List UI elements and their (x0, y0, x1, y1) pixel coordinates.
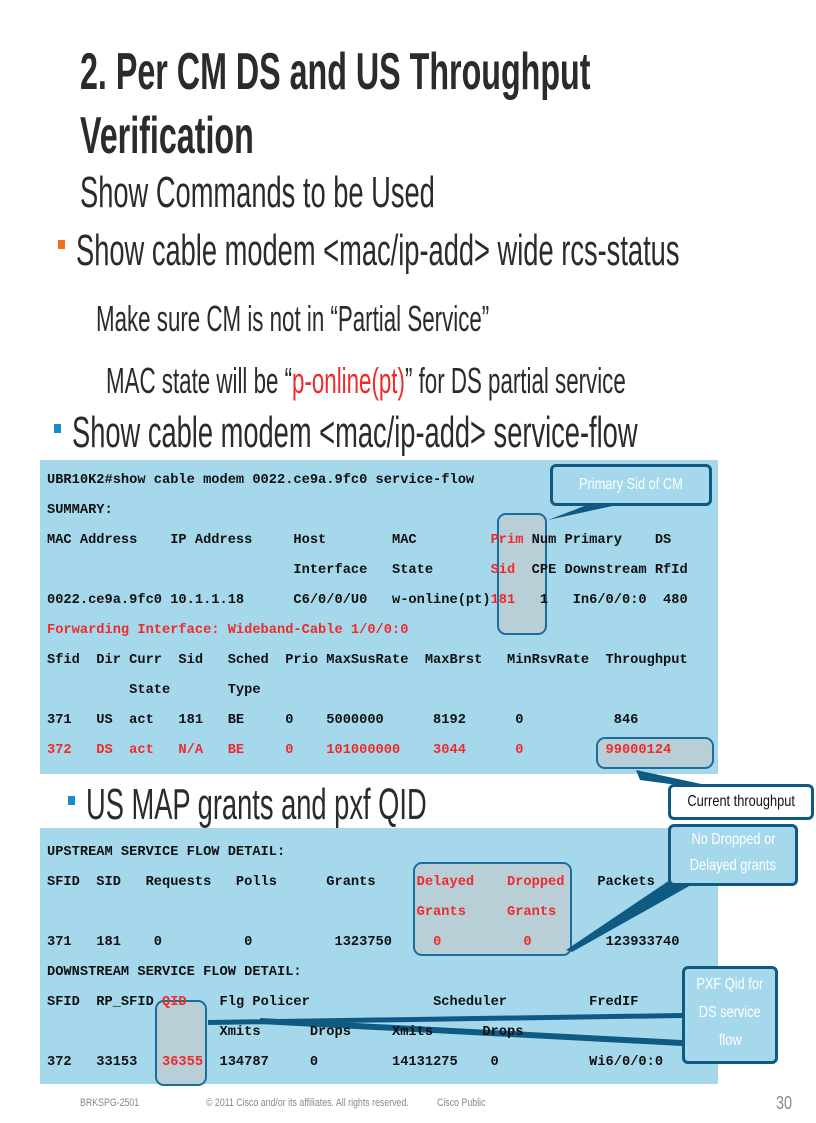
terminal-panel-summary: UBR10K2#show cable modem 0022.ce9a.9fc0 … (40, 460, 718, 774)
sf-header-1: Sfid Dir Curr Sid Sched Prio MaxSusRate … (47, 653, 688, 668)
text: Prim (490, 533, 524, 548)
highlight-throughput (596, 737, 714, 769)
sf-row-372: 372 DS act N/A BE 0 101000000 3044 0 990… (47, 743, 672, 758)
footer-classification: Cisco Public (437, 1097, 486, 1109)
text: DS service (699, 1004, 761, 1021)
ds-header-1: SFID RP_SFID QID Flg Policer Scheduler F… (47, 988, 638, 1018)
text: Flg Policer Scheduler FredIF (186, 995, 639, 1010)
sub-mac-state: MAC state will be “p-online(pt)” for DS … (106, 360, 626, 402)
bullet-map-grants: US MAP grants and pxf QID (86, 780, 427, 829)
text: 1 In6/0/0:0 480 (523, 593, 688, 608)
subtitle: Show Commands to be Used (80, 168, 435, 217)
footer-copyright: © 2011 Cisco and/or its affiliates. All … (206, 1097, 409, 1109)
text: Current throughput (687, 793, 795, 810)
page-number: 30 (776, 1093, 793, 1113)
text: ” for DS partial service (404, 360, 626, 401)
us-row-371: 371 181 0 0 1323750 0 0 123933740 (47, 928, 680, 958)
text: 372 33153 (47, 1055, 162, 1070)
summary-header-1: MAC Address IP Address Host MAC Prim Num… (47, 526, 671, 556)
sf-row-371: 371 US act 181 BE 0 5000000 8192 0 846 (47, 713, 639, 728)
text: 134787 0 14131275 0 Wi6/0/0:0 (203, 1055, 664, 1070)
ds-detail-title: DOWNSTREAM SERVICE FLOW DETAIL: (47, 965, 302, 980)
text: 371 181 0 0 1323750 (47, 935, 434, 950)
text: CPE Downstream RfId (523, 563, 688, 578)
text: No Dropped or (691, 831, 775, 848)
bullet-service-flow: Show cable modem <mac/ip-add> service-fl… (72, 408, 638, 457)
text: Packets (564, 875, 655, 890)
text: MAC Address IP Address Host MAC (47, 533, 491, 548)
text: PXF Qid for (696, 976, 764, 993)
summary-header-2: Interface State Sid CPE Downstream RfId (47, 556, 688, 586)
highlight-primary-sid (497, 513, 547, 635)
forwarding-interface: Forwarding Interface: Wideband-Cable 1/0… (47, 623, 409, 638)
sf-header-2: State Type (47, 683, 261, 698)
text: QID (162, 995, 187, 1010)
bullet-square-icon (68, 796, 75, 805)
text: Primary Sid of CM (579, 476, 683, 493)
text: 0 0 (433, 935, 532, 950)
text: Interface State (47, 563, 491, 578)
sub-partial-service: Make sure CM is not in “Partial Service” (96, 298, 490, 339)
connector-grants (566, 880, 700, 952)
connector-throughput (636, 770, 720, 788)
callout-current-throughput: Current throughput (668, 784, 814, 820)
bullet-rcs-status: Show cable modem <mac/ip-add> wide rcs-s… (76, 226, 680, 275)
highlight-qid (155, 1000, 207, 1086)
us-header-2: Grants Grants (47, 905, 557, 920)
command-line: UBR10K2#show cable modem 0022.ce9a.9fc0 … (47, 473, 475, 488)
text: Num Primary DS (523, 533, 672, 548)
text: 123933740 (531, 935, 680, 950)
p-online-state: p-online(pt) (292, 360, 405, 401)
text: Delayed Dropped (416, 875, 565, 890)
title-line-2: Verification (80, 107, 254, 165)
bullet-square-icon (58, 240, 65, 249)
text: MAC state will be “ (106, 360, 293, 401)
highlight-grants (413, 862, 572, 956)
connector-qid-2 (260, 1018, 682, 1046)
summary-row: 0022.ce9a.9fc0 10.1.1.18 C6/0/0/U0 w-onl… (47, 586, 688, 616)
summary-label: SUMMARY: (47, 503, 113, 518)
text: Delayed grants (689, 857, 777, 874)
text: 0022.ce9a.9fc0 10.1.1.18 C6/0/0/U0 w-onl… (47, 593, 491, 608)
footer-session: BRKSPG-2501 (80, 1097, 140, 1109)
callout-primary-sid: Primary Sid of CM (550, 464, 712, 506)
callout-no-dropped: No Dropped or Delayed grants (668, 824, 798, 886)
text: Sid (490, 563, 524, 578)
text: SFID SID Requests Polls Grants (47, 875, 417, 890)
title-line-1: 2. Per CM DS and US Throughput (80, 43, 591, 101)
text: flow (718, 1032, 742, 1049)
qid-value: 36355 (162, 1055, 204, 1070)
ds-row-372: 372 33153 36355 134787 0 14131275 0 Wi6/… (47, 1048, 663, 1078)
text: SFID RP_SFID (47, 995, 162, 1010)
us-header-1: SFID SID Requests Polls Grants Delayed D… (47, 868, 655, 898)
ds-header-2: Xmits Drops Xmits Drops (47, 1025, 524, 1040)
callout-pxf-qid: PXF Qid for DS service flow (682, 966, 778, 1064)
us-detail-title: UPSTREAM SERVICE FLOW DETAIL: (47, 845, 286, 860)
primary-sid-value: 181 (490, 593, 524, 608)
bullet-square-icon (54, 424, 61, 433)
